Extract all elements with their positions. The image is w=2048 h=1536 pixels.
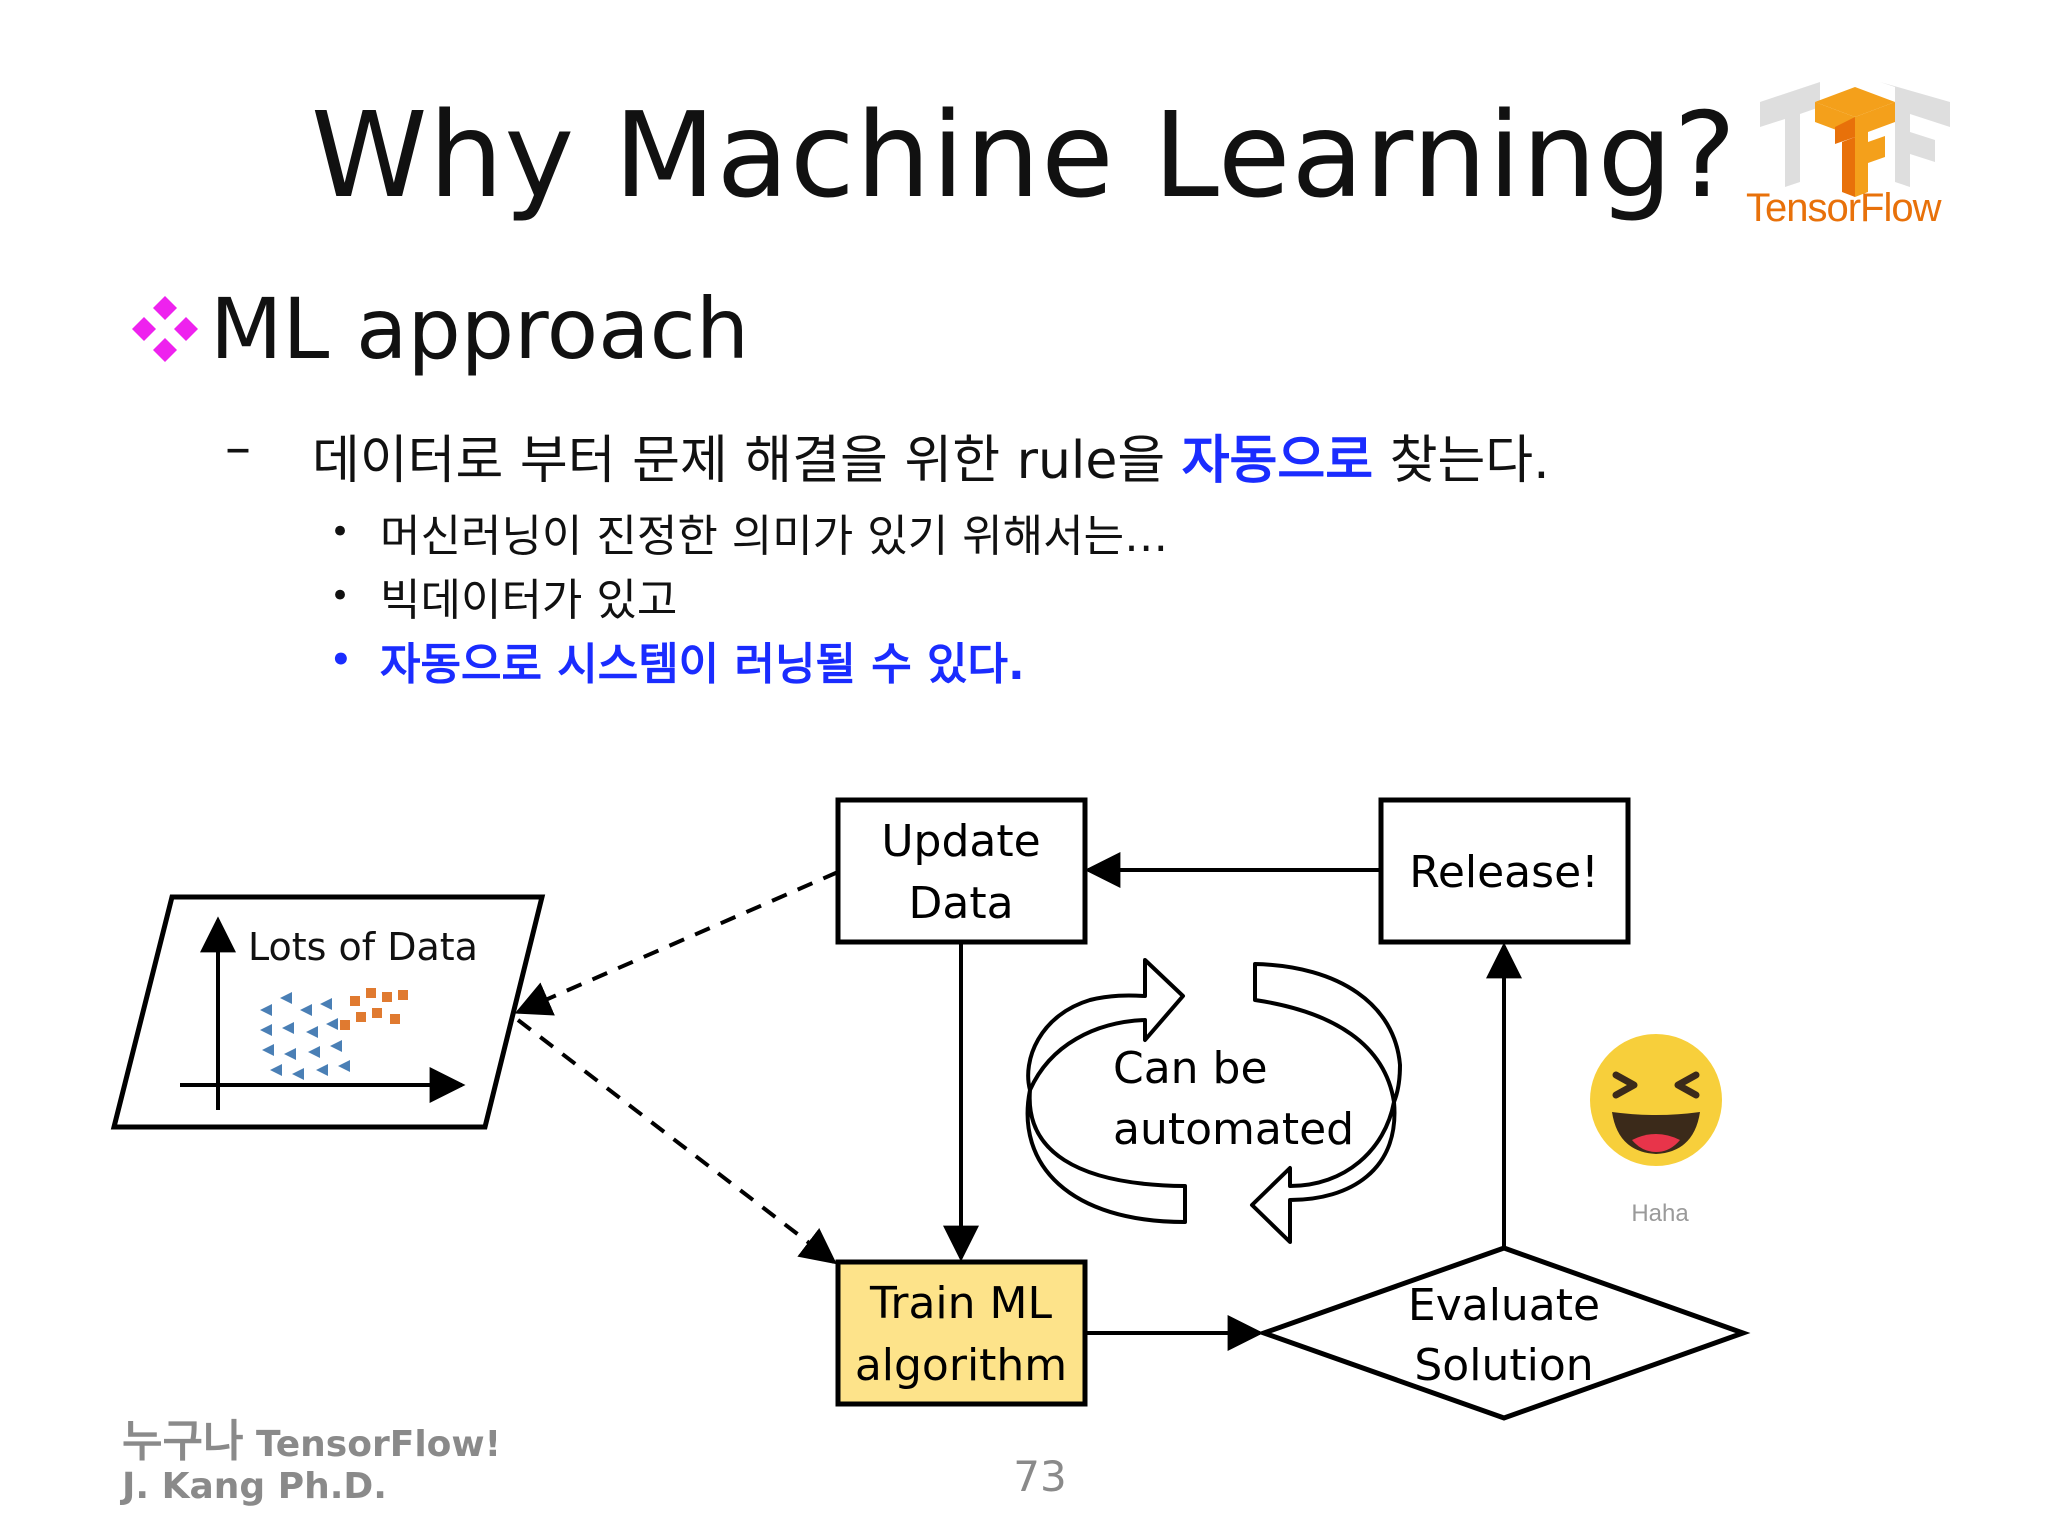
bullet-dot: •: [330, 640, 352, 680]
evaluate-label-1: Evaluate: [1408, 1280, 1600, 1331]
update-to-data-dashed-arrow: [514, 870, 839, 1016]
slide-title: Why Machine Learning?: [310, 86, 1738, 224]
evaluate-diamond: [1256, 1245, 1751, 1421]
update-data-box: [835, 797, 1088, 945]
sub-point-dash: –: [225, 418, 251, 478]
heading-text: ML approach: [210, 280, 750, 378]
evaluate-label-2: Solution: [1414, 1340, 1593, 1391]
train-ml-box: [835, 1259, 1088, 1407]
sub-text-part2: 찾는다.: [1373, 431, 1550, 491]
train-label-1: Train ML: [869, 1278, 1053, 1329]
update-data-label-1: Update: [881, 816, 1040, 867]
bullet-text: 머신러닝이 진정한 의미가 있기 위해서는…: [380, 511, 1169, 562]
release-label: Release!: [1409, 847, 1599, 898]
sub-text-highlight: 자동으로: [1181, 431, 1374, 491]
sub-text-part1: 데이터로 부터 문제 해결을 위한 rule을: [312, 431, 1182, 491]
bullet-item-3: • 자동으로 시스템이 러닝될 수 있다.: [330, 628, 1025, 692]
cycle-label-2: automated: [1113, 1104, 1354, 1155]
data-label: Lots of Data: [248, 925, 478, 969]
bullet-dot: •: [330, 576, 351, 616]
footer-author: J. Kang Ph.D.: [122, 1466, 387, 1507]
bullet-text: 빅데이터가 있고: [380, 575, 678, 626]
data-to-train-dashed-arrow: [516, 1018, 837, 1265]
section-heading: ML approach: [130, 280, 749, 378]
tensorflow-logo-icon: [1760, 82, 1950, 197]
sub-point-text: 데이터로 부터 문제 해결을 위한 rule을 자동으로 찾는다.: [312, 418, 1550, 493]
diamond-bullet-icon: [132, 296, 198, 362]
train-label-2: algorithm: [855, 1340, 1067, 1391]
bullet-dot: •: [330, 512, 351, 552]
bullet-text: 자동으로 시스템이 러닝될 수 있다.: [380, 639, 1025, 690]
release-box: [1378, 797, 1631, 945]
tensorflow-wordmark: TensorFlow: [1746, 186, 1942, 230]
cycle-arrows-icon: [1025, 958, 1402, 1244]
page-number: 73: [1013, 1452, 1067, 1501]
emoji-label: Haha: [1631, 1200, 1689, 1227]
footer-korean: 누구나: [122, 1416, 244, 1467]
laughing-emoji-icon: [1590, 1034, 1722, 1166]
bullet-item-1: • 머신러닝이 진정한 의미가 있기 위해서는…: [330, 500, 1168, 564]
data-parallelogram: [110, 894, 546, 1130]
update-data-label-2: Data: [908, 878, 1013, 929]
bullet-item-2: • 빅데이터가 있고: [330, 564, 677, 628]
footer-brand: 누구나 TensorFlow!: [122, 1405, 501, 1469]
footer-tensorflow: TensorFlow!: [243, 1424, 502, 1465]
cycle-label-1: Can be: [1113, 1043, 1268, 1094]
data-scatter-icon: [260, 988, 408, 1080]
